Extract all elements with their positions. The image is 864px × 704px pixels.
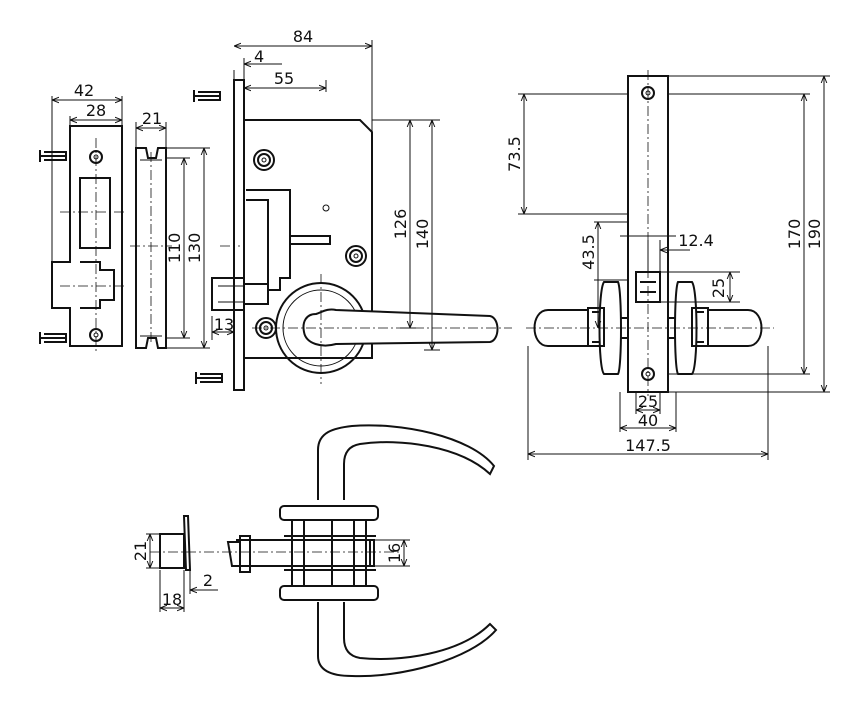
front-elevation — [526, 70, 774, 396]
dim-label: 16 — [385, 543, 404, 563]
dim-label: 43.5 — [579, 234, 598, 270]
dim-label: 140 — [413, 219, 432, 250]
dimension-labels: 84 4 55 42 28 21 110 130 13 126 140 73.5… — [74, 27, 824, 609]
dim-label: 18 — [162, 590, 182, 609]
dim-label: 130 — [185, 233, 204, 264]
dim-label: 170 — [785, 219, 804, 250]
dim-label: 13 — [214, 315, 234, 334]
dim-label: 84 — [293, 27, 313, 46]
dim-label: 12.4 — [678, 231, 714, 250]
dimension-lines — [51, 40, 830, 612]
dim-label: 25 — [638, 392, 658, 411]
lock-body-side-view — [211, 79, 512, 391]
dim-label: 147.5 — [625, 436, 671, 455]
dim-label: 4 — [254, 47, 264, 66]
dim-label: 40 — [638, 411, 658, 430]
dim-label: 21 — [142, 109, 162, 128]
lever-top-view — [150, 424, 498, 678]
screw-icon — [39, 90, 223, 384]
dim-label: 42 — [74, 81, 94, 100]
dim-label: 110 — [165, 233, 184, 264]
dim-label: 55 — [274, 69, 294, 88]
strike-plate — [51, 125, 124, 352]
dim-label: 25 — [709, 278, 728, 298]
dim-label: 73.5 — [505, 136, 524, 172]
dim-label: 2 — [203, 571, 213, 590]
dim-label: 190 — [805, 219, 824, 250]
dim-label: 21 — [131, 541, 150, 561]
dim-label: 28 — [86, 101, 106, 120]
dim-label: 126 — [391, 209, 410, 240]
